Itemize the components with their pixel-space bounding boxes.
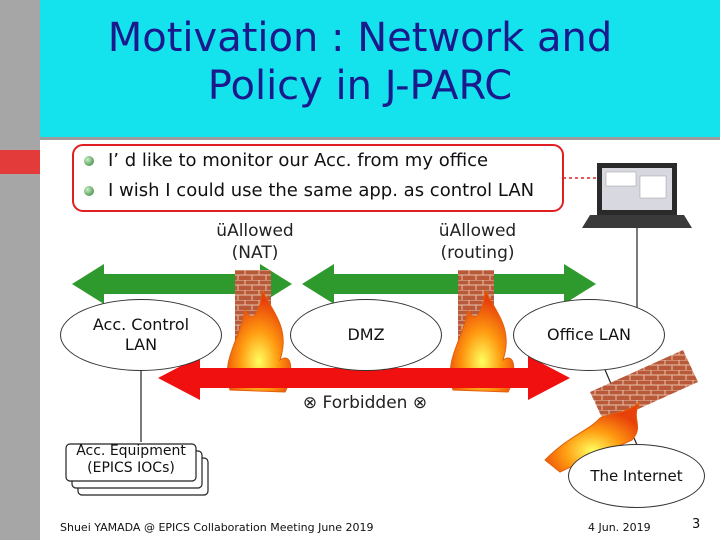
footer-date: 4 Jun. 2019 [588, 521, 651, 534]
bullet-icon [84, 186, 94, 196]
acc-control-lan-line2: LAN [124, 335, 158, 354]
allowed-routing-line1: üAllowed [438, 221, 517, 241]
acc-equipment-line1: Acc. Equipment [76, 443, 186, 459]
firewall-left [226, 270, 292, 393]
allowed-routing-label: üAllowed (routing) [415, 220, 540, 264]
title-line-1: Motivation : Network and [107, 15, 613, 61]
forbidden-label: ⊗ Forbidden ⊗ [280, 393, 450, 413]
dmz-node: DMZ [290, 299, 442, 371]
title-divider [40, 137, 720, 140]
left-accent-bar [0, 150, 40, 174]
dmz-label: DMZ [347, 325, 385, 344]
equipment-stack-icon [65, 443, 209, 496]
bullet-icon [84, 156, 94, 166]
bullet-2: I wish I could use the same app. as cont… [108, 180, 535, 201]
bullet-1: I’ d like to monitor our Acc. from my of… [108, 150, 489, 171]
allowed-routing-line2: (routing) [440, 243, 515, 263]
acc-control-lan-line1: Acc. Control [92, 315, 190, 334]
office-lan-node: Office LAN [513, 299, 665, 371]
acc-control-lan-node: Acc. Control LAN [60, 299, 222, 371]
acc-equipment-label: Acc. Equipment (EPICS IOCs) [66, 443, 196, 477]
acc-equipment-line2: (EPICS IOCs) [87, 460, 175, 476]
page-number: 3 [692, 517, 701, 532]
firewall-right [449, 270, 515, 393]
laptop-icon [582, 163, 692, 228]
office-lan-label: Office LAN [547, 325, 631, 344]
allowed-nat-label: üAllowed (NAT) [200, 220, 310, 264]
allowed-nat-line2: (NAT) [231, 243, 279, 263]
internet-label: The Internet [590, 467, 683, 485]
title-line-2: Policy in J-PARC [207, 63, 513, 109]
forbidden-arrow [158, 356, 570, 400]
allowed-arrow-routing [302, 264, 596, 304]
footer-author: Shuei YAMADA @ EPICS Collaboration Meeti… [60, 521, 374, 534]
allowed-nat-line1: üAllowed [216, 221, 294, 241]
internet-node: The Internet [568, 444, 705, 508]
slide-title: Motivation : Network and Policy in J-PAR… [40, 14, 680, 110]
left-side-bar [0, 0, 40, 540]
title-banner [40, 0, 720, 137]
